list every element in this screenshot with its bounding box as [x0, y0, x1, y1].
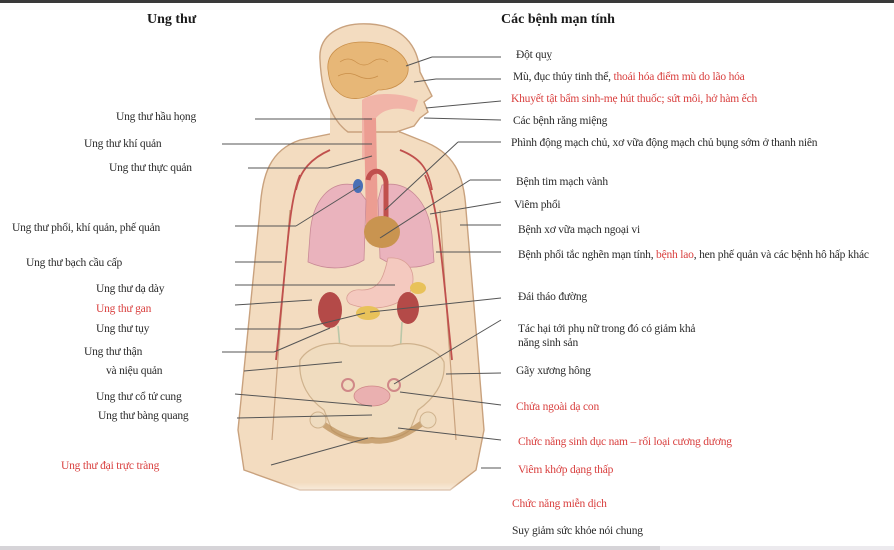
- cancer-label-esophagus: Ung thư thực quản: [109, 162, 192, 174]
- cancer-label-stomach: Ung thư dạ dày: [96, 283, 165, 295]
- cancer-label-leukemia: Ung thư bạch cầu cấp: [26, 257, 123, 269]
- chronic-label-erectile-dysfunction: Chức năng sinh dục nam – rối loại cương …: [518, 436, 732, 448]
- chronic-label-blindness: Mù, đục thủy tinh thể, thoái hóa điểm mù…: [513, 71, 745, 83]
- brain: [327, 41, 409, 99]
- chronic-label-dental: Các bệnh răng miệng: [513, 115, 608, 127]
- chronic-label-birth-defects: Khuyết tật bẩm sinh-mẹ hút thuốc; sứt mô…: [511, 93, 758, 105]
- cancer-label-pharynx: Ung thư hầu họng: [116, 111, 197, 123]
- top-window-edge: [0, 0, 894, 3]
- cancer-label-bladder: Ung thư bàng quang: [98, 410, 189, 422]
- cancer-label-cervix: Ung thư cổ tử cung: [96, 391, 182, 403]
- heading-cancer: Ung thư: [147, 12, 197, 27]
- chronic-label-stroke: Đột quỵ: [516, 49, 552, 61]
- cancer-label-pancreas: Ung thư tụy: [96, 323, 150, 335]
- heart: [364, 216, 400, 248]
- chronic-label-hip-fracture: Gãy xương hông: [516, 365, 591, 377]
- cancer-label-lung: Ung thư phổi, khí quản, phế quản: [12, 222, 161, 234]
- stomach: [346, 257, 414, 309]
- bladder-uterus: [353, 385, 391, 407]
- chronic-label-rheumatoid-arthritis: Viêm khớp dạng thấp: [518, 464, 614, 476]
- chronic-label-ectopic-pregnancy: Chửa ngoài dạ con: [516, 401, 599, 413]
- pancreas: [356, 306, 380, 320]
- chronic-label-pneumonia: Viêm phổi: [514, 199, 561, 211]
- right-lung: [377, 183, 435, 268]
- cancer-leader-lines: [222, 118, 395, 466]
- cancer-label-kidney: Ung thư thận: [84, 346, 143, 358]
- chronic-label-diabetes: Đái tháo đường: [518, 291, 587, 303]
- chronic-label-immune-function: Chức năng miễn dịch: [512, 498, 607, 510]
- cancer-label-colorectal: Ung thư đại trực tràng: [61, 460, 160, 472]
- left-kidney: [318, 292, 342, 328]
- chronic-label-copd: Bệnh phổi tắc nghẽn mạn tính, bệnh lao, …: [518, 249, 869, 261]
- chronic-label-aortic-aneurysm: Phình động mạch chủ, xơ vữa động mạch ch…: [511, 137, 818, 149]
- left-lung: [307, 183, 367, 269]
- chronic-label-coronary: Bệnh tim mạch vành: [516, 176, 608, 188]
- chronic-label-women-fertility: Tác hại tới phụ nữ trong đó có giảm khả …: [518, 323, 696, 349]
- bottom-window-edge: [0, 546, 894, 550]
- chronic-leader-lines: [369, 56, 502, 469]
- chronic-label-general-health: Suy giảm sức khỏe nói chung: [512, 525, 643, 537]
- heading-chronic-diseases: Các bệnh mạn tính: [501, 12, 615, 27]
- cancer-label-trachea: Ung thư khí quản: [84, 138, 162, 150]
- cancer-label-liver: Ung thư gan: [96, 303, 152, 315]
- chronic-label-peripheral-vascular: Bệnh xơ vữa mạch ngoại vi: [518, 224, 640, 236]
- cancer-label-ureter: và niệu quản: [106, 365, 163, 377]
